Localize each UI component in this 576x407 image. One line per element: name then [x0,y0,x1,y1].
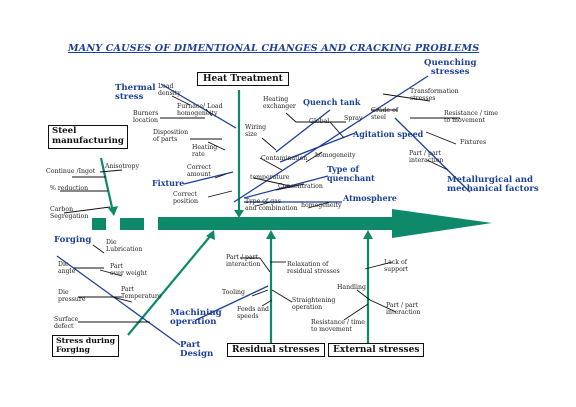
residual-stresses-box: Residual stresses [227,343,325,357]
grade-of-steel-label: Grade of steel [371,107,399,121]
part-temperature-label: Part Temperature [121,286,162,300]
load-density-label: Load density [158,83,181,97]
continue-ingot-label: Continue /Ingot [46,168,96,175]
resistance-time-top-label: Resistance / time to movement [444,110,498,124]
quenchant-branch [243,175,329,199]
stress-forging-box: Stress during Forging [52,335,120,357]
quench-tank-label: Quench tank [303,97,361,107]
steel-manufacturing-box: Steel manufacturing [48,125,128,149]
reduction-label: % reduction [50,185,89,192]
resistance-time-bottom-label: Resistance / time to movement [311,319,365,333]
straightening-label: Straightening operation [292,297,336,311]
feeds-speeds-label: Feeds and speeds [237,306,270,320]
lack-of-support-label: Lack of support [384,259,409,273]
quenchtank-branch [275,109,331,153]
wiring-size-label: Wiring size [245,124,267,138]
spray-label: Spray [344,115,363,122]
homogeneity-top-label: homogeneity [315,152,356,159]
spine-segment-1 [92,218,106,230]
metallurgical-branch [394,117,471,193]
fixture-label: Fixture [152,178,185,188]
part-interaction-bottom-label: Part / part interaction [226,254,261,268]
forging-arrowhead [206,230,215,240]
spine-arrow [158,209,492,238]
steel-bone [99,157,115,213]
heating-rate-label: Heating rate [192,144,218,158]
spine-segment-2 [120,218,144,230]
external-stresses-box: External stresses [328,343,425,357]
partdesign-branch [56,255,181,346]
metallurgical-label: Metallurgical and mechanical factors [447,175,539,195]
diagram-title: MANY CAUSES OF DIMENTIONAL CHANGES AND C… [68,43,480,54]
part-interaction-ext-label: Part / part interaction [386,302,421,316]
steel-arrowhead [108,206,118,216]
handling-label: Handling [337,284,366,291]
agitation-speed-label: Agitation speed [353,129,424,139]
thermal-branch [160,83,237,129]
carbon-segregation-label: Carbon Segregation [50,206,89,220]
quenching-stresses-label: Quenching stresses [424,58,477,78]
heat-treatment-box: Heat Treatment [197,72,289,86]
burners-location-label: Burners location [133,110,159,124]
atmosphere-label: Atmosphere [343,193,397,203]
external-arrowhead [363,230,373,239]
temperature-label: temperature [250,174,290,181]
fixtures-label: Fixtures [460,139,487,146]
correct-position-label: Correct position [173,191,199,205]
surface-defect-label: Surface defect [54,316,79,330]
transformation-stresses-label: Transformation stresses [410,88,459,102]
heat-arrowhead [234,210,244,218]
global-label: Global [309,118,330,125]
part-design-label: Part Design [180,340,214,360]
part-interaction-top-label: Part / part interaction [409,150,444,164]
relaxation-label: Relaxation of residual stresses [287,261,340,275]
residual-arrowhead [266,230,276,239]
concentration-label: Concentration [278,183,323,190]
die-pressure-label: Die pressure [58,289,86,303]
part-overweight-label: Part over weight [110,263,148,277]
machining-branch [195,285,269,321]
type-of-quenchant-label: Type of quenchant [327,164,375,183]
die-lubrication-label: Die Lubrication [106,239,143,253]
type-of-gas-label: Type of gas and combination [245,198,298,212]
furnace-load-label: Furnace/ Load homogeneity [177,103,223,117]
heating-exchanger-label: Heating exchanger [263,96,296,110]
agitation-branch [279,132,356,163]
tooling-label: Tooling [222,289,245,296]
contamination-label: Contamination [261,155,308,162]
die-angle-label: Die angle [58,261,76,275]
correct-amount-label: Correct amount [187,164,211,178]
anisotropy-label: Anisotropy [105,163,139,170]
machining-label: Machining operation [170,308,222,328]
homogeneity-atm-label: homogeneity [301,202,342,209]
thermal-stress-label: Thermal stress [115,83,156,103]
forging-label: Forging [54,235,92,245]
disposition-label: Disposition of parts [153,129,189,143]
